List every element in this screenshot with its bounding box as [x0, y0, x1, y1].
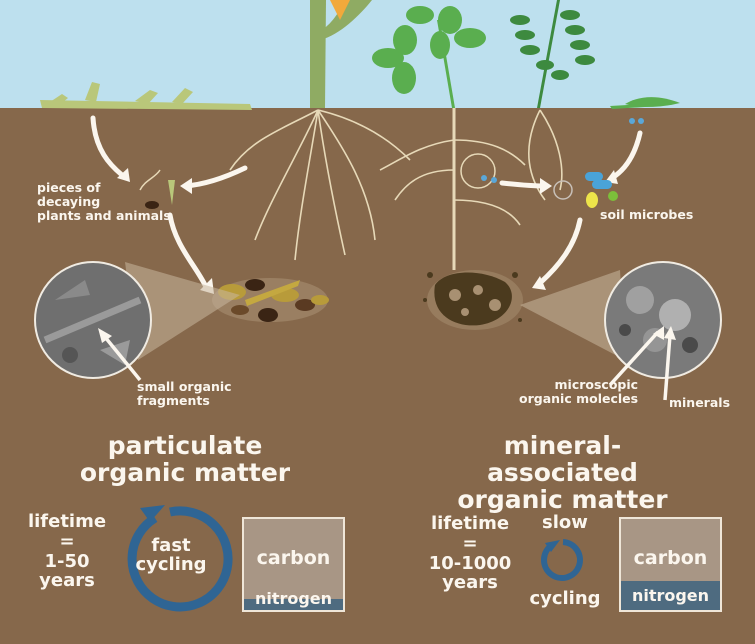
- label-line: small organic: [137, 379, 232, 394]
- corn-plant-icon: [310, 0, 372, 108]
- fast-cycling-label: fast cycling: [125, 535, 217, 575]
- lifetime-line: =: [462, 532, 478, 554]
- title-line: organic matter: [79, 458, 291, 487]
- cycling-line: fast: [151, 535, 191, 556]
- nitrogen-label: nitrogen: [254, 589, 333, 608]
- lifetime-line: lifetime: [430, 513, 510, 534]
- cycling-line: cycling: [135, 553, 207, 575]
- microscopic-molecules-label: microscopic organic molecles: [519, 378, 638, 406]
- soil-microbes-icon: [553, 172, 618, 208]
- plant-roots-icon: [229, 108, 563, 270]
- particulate-micrograph-icon: [34, 261, 152, 379]
- nitrogen-band: [621, 581, 720, 610]
- particulate-lifetime: lifetime = 1-50 years: [22, 512, 112, 591]
- nitrogen-label: nitrogen: [631, 586, 710, 605]
- clover-plant-icon: [372, 6, 486, 108]
- label-line: microscopic: [554, 377, 639, 392]
- minerals-label: minerals: [669, 395, 731, 410]
- slow-cycling-arrow-icon: [541, 539, 583, 581]
- callout-arrowheads: [98, 326, 676, 343]
- decaying-pieces-icon: [139, 169, 175, 209]
- lifetime-line: 10-1000: [428, 552, 512, 574]
- title-line: mineral-associated: [487, 431, 638, 487]
- fallen-plant-stem-icon: [40, 82, 252, 110]
- wheat-head-icon: [610, 97, 680, 109]
- decaying-pieces-label: pieces of decaying plants and animals: [37, 181, 171, 223]
- soil-microbes-label: soil microbes: [600, 207, 694, 222]
- water-drop-icon: [629, 118, 635, 124]
- legume-plant-icon: [510, 0, 595, 108]
- zoom-cone: [520, 270, 625, 360]
- label-line: plants and animals: [37, 208, 171, 223]
- label-line: organic molecles: [519, 391, 639, 406]
- lifetime-line: years: [39, 570, 95, 592]
- title-line: particulate: [107, 431, 263, 460]
- mineral-associated-lifetime: lifetime = 10-1000 years: [425, 514, 515, 593]
- water-drop-icon: [481, 175, 487, 181]
- nitrogen-band: [244, 599, 343, 610]
- callout-arrows: [103, 330, 672, 401]
- title-line: organic matter: [457, 485, 668, 514]
- lifetime-line: lifetime: [27, 511, 107, 532]
- mineral-associated-om-title: mineral-associated organic matter: [430, 432, 695, 513]
- water-drop-icon: [638, 118, 644, 124]
- lifetime-line: =: [59, 530, 75, 552]
- label-line: decaying: [37, 194, 101, 209]
- particulate-om-title: particulate organic matter: [60, 432, 310, 486]
- root-exudate-magnifier-icon: [460, 153, 496, 189]
- water-drop-icon: [491, 177, 497, 183]
- slow-cycling-label-top: slow: [542, 512, 588, 533]
- lifetime-line: years: [442, 572, 498, 594]
- litter-pile-icon: [212, 278, 329, 322]
- mineral-aggregate-icon: [423, 270, 523, 330]
- carbon-label: carbon: [633, 547, 708, 569]
- slow-cycling-label-bottom: cycling: [529, 588, 601, 609]
- fast-cycling-arrow-icon: [127, 505, 233, 612]
- lifetime-line: 1-50: [44, 550, 90, 572]
- mineral-cn-ratio-box: carbon nitrogen: [619, 517, 722, 612]
- mineral-micrograph-icon: [604, 261, 722, 379]
- label-line: pieces of: [37, 180, 101, 195]
- particulate-cn-ratio-box: carbon nitrogen: [242, 517, 345, 612]
- label-line: fragments: [137, 393, 210, 408]
- small-fragments-label: small organic fragments: [137, 380, 232, 408]
- carbon-label: carbon: [256, 547, 331, 569]
- zoom-cone: [125, 262, 240, 360]
